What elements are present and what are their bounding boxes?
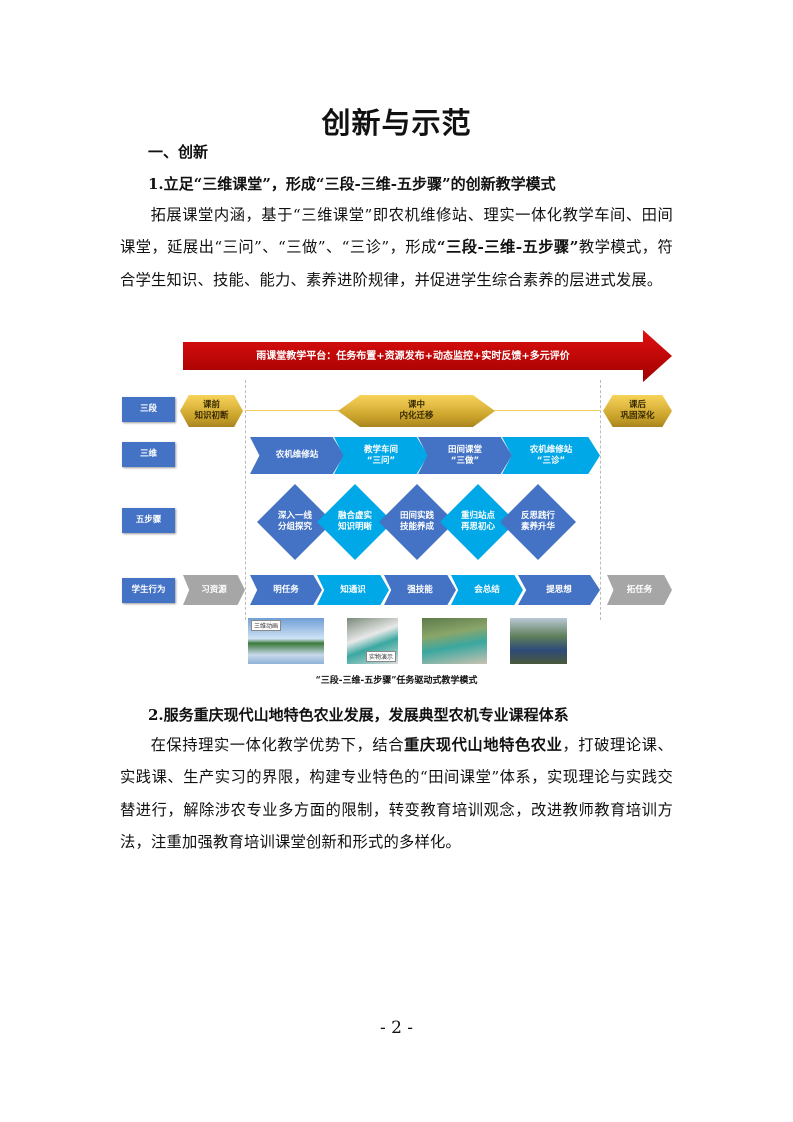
- figure-caption: “三段-三维-五步骤”任务驱动式教学模式: [315, 676, 478, 686]
- row-label-behavior: 学生行为: [122, 578, 175, 603]
- photo-3d-animation: 三维动画: [248, 618, 324, 664]
- text: 教学模式，符合学生知识、技能、能力、素养进阶规律，并促进学生综合素养的层进式发展…: [120, 238, 674, 289]
- behavior-chevron: 会总结: [451, 575, 523, 605]
- photo-field-students: [510, 618, 567, 664]
- platform-banner-arrow: [183, 330, 672, 382]
- subsection-heading: 1.立足“三维课堂”，形成“三段-三维-五步骤”的创新教学模式: [148, 175, 556, 193]
- page-number: - 2 -: [379, 1018, 414, 1038]
- stage-before: 课前 知识初断: [180, 395, 243, 427]
- teaching-model-diagram: 雨课堂教学平台：任务布置+资源发布+动态监控+实时反馈+多元评价 三段 三维 五…: [120, 330, 672, 675]
- dimension-chevron: 农机维修站 “三诊”: [502, 437, 600, 474]
- step-diamond: 反思践行 素养升华: [500, 484, 576, 560]
- row-label-stages: 三段: [122, 397, 175, 422]
- stage-during: 课中 内化迁移: [338, 395, 495, 427]
- stage-after: 课后 巩固深化: [603, 395, 672, 427]
- photo-label: 实物演示: [365, 651, 396, 662]
- behavior-chevron: 强技能: [384, 575, 456, 605]
- subsection-heading: 2.服务重庆现代山地特色农业发展，发展典型农机专业课程体系: [148, 706, 569, 724]
- text: 在保持理实一体化教学优势下，结合: [150, 736, 405, 754]
- text: ，打破理论课、实践课、生产实习的界限，构建专业特色的“田间课堂”体系，实现理论与…: [120, 736, 673, 851]
- paragraph: 在保持理实一体化教学优势下，结合重庆现代山地特色农业，打破理论课、实践课、生产实…: [120, 729, 673, 858]
- page-title: 创新与示范: [321, 106, 472, 140]
- dimension-chevron: 教学车间 “三问”: [334, 437, 428, 474]
- photo-machine-demo: 实物演示: [347, 618, 398, 664]
- behavior-chevron: 拓任务: [607, 575, 672, 605]
- behavior-chevron: 提思想: [518, 575, 600, 605]
- platform-banner-text: 雨课堂教学平台：任务布置+资源发布+动态监控+实时反馈+多元评价: [256, 350, 570, 362]
- paragraph: 拓展课堂内涵，基于“三维课堂”即农机维修站、理实一体化教学车间、田间课堂，延展出…: [120, 199, 673, 296]
- divider-line: [600, 380, 601, 620]
- row-label-steps: 五步骤: [122, 508, 175, 533]
- behavior-chevron: 明任务: [250, 575, 322, 605]
- photo-field-practice: [422, 618, 487, 664]
- bold-text: “三段-三维-五步骤”: [436, 238, 579, 257]
- photo-label: 三维动画: [251, 620, 282, 631]
- behavior-chevron: 习资源: [183, 575, 245, 605]
- divider-line: [245, 380, 246, 620]
- row-label-dimensions: 三维: [122, 442, 175, 467]
- section-heading: 一、创新: [148, 143, 209, 161]
- behavior-chevron: 知通识: [317, 575, 389, 605]
- dimension-chevron: 农机维修站: [250, 437, 344, 474]
- dimension-chevron: 田间课堂 “三做”: [418, 437, 512, 474]
- text: 拓展课堂内涵，基于“三维课堂”即农机维修站、理实一体化教学车间、田间课堂，延展出…: [120, 206, 673, 257]
- bold-text: 重庆现代山地特色农业: [404, 736, 563, 754]
